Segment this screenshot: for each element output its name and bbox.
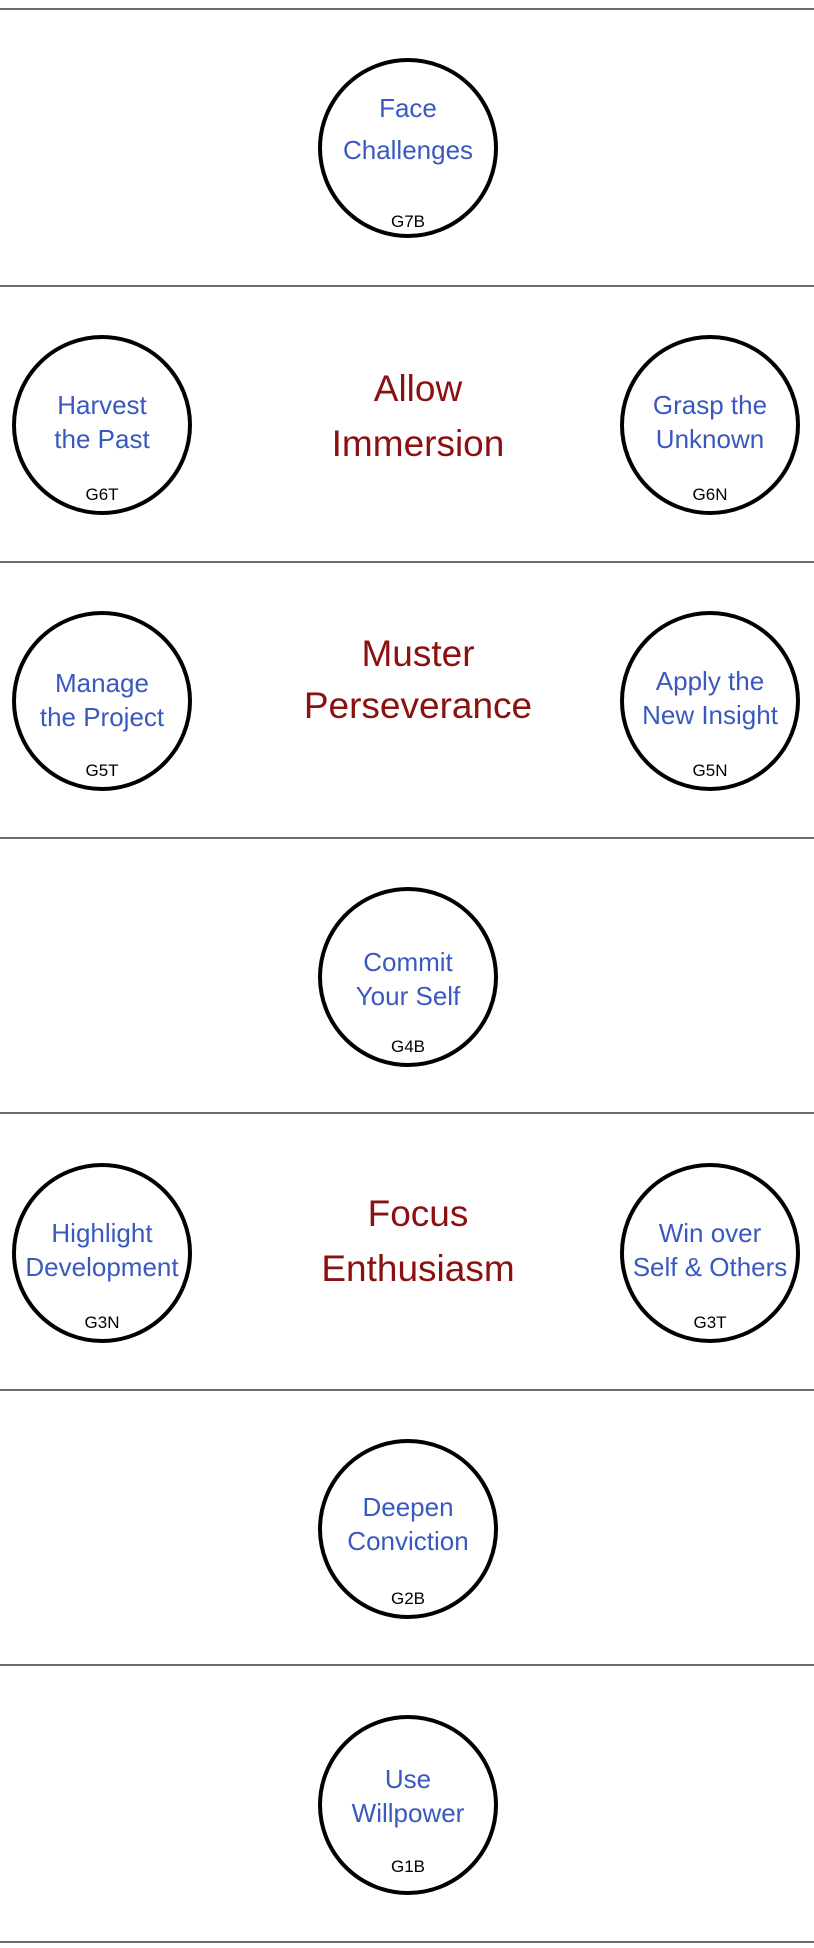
band-title-line: Immersion xyxy=(331,423,505,464)
band-separator xyxy=(0,1941,814,1943)
goal-label-line: Win over xyxy=(658,1218,762,1248)
goal-node-g4b: Commit Your Self G4B xyxy=(318,887,498,1067)
goal-code: G5T xyxy=(85,761,119,780)
goal-label-line: the Project xyxy=(39,702,165,732)
goal-label-line: Deepen xyxy=(362,1492,454,1522)
goal-code: G6T xyxy=(85,485,119,504)
goal-node-g2b: Deepen Conviction G2B xyxy=(318,1439,498,1619)
band-separator xyxy=(0,8,814,10)
band-title-line: Enthusiasm xyxy=(321,1248,515,1289)
band-separator xyxy=(0,837,814,839)
band-separator xyxy=(0,1389,814,1391)
goal-code: G7B xyxy=(390,212,426,231)
band-title-line: Perseverance xyxy=(303,685,533,726)
goal-code: G5N xyxy=(692,761,728,780)
goal-node-g6n: Grasp the Unknown G6N xyxy=(620,335,800,515)
goal-node-g1b: Use Willpower G1B xyxy=(318,1715,498,1895)
goal-node-g5t: Manage the Project G5T xyxy=(12,611,192,791)
goal-label-line: Manage xyxy=(55,668,149,698)
band-title-line: Allow xyxy=(373,368,463,409)
goal-label-line: Challenges xyxy=(342,135,474,165)
goal-node-g7b: Face Challenges G7B xyxy=(318,58,498,238)
goal-label-line: Commit xyxy=(363,947,453,977)
goal-code: G3N xyxy=(84,1313,120,1332)
goal-node-g5n: Apply the New Insight G5N xyxy=(620,611,800,791)
goal-label-line: Your Self xyxy=(355,981,461,1011)
goal-label-line: the Past xyxy=(54,424,150,454)
goal-node-g3n: Highlight Development G3N xyxy=(12,1163,192,1343)
goal-node-g3t: Win over Self & Others G3T xyxy=(620,1163,800,1343)
goal-label-line: Face xyxy=(379,93,437,123)
goal-label-line: Self & Others xyxy=(632,1252,788,1282)
band-separator xyxy=(0,285,814,287)
goal-code: G4B xyxy=(390,1037,426,1056)
goal-label-line: Willpower xyxy=(351,1798,465,1828)
goal-label-line: Highlight xyxy=(51,1218,153,1248)
goal-label-line: Apply the xyxy=(655,666,765,696)
goal-label-line: Conviction xyxy=(347,1526,469,1556)
goal-label-line: Use xyxy=(384,1764,432,1794)
goal-node-g6t: Harvest the Past G6T xyxy=(12,335,192,515)
band-separator xyxy=(0,1664,814,1666)
goal-code: G6N xyxy=(692,485,728,504)
goal-code: G2B xyxy=(390,1589,426,1608)
band-title-line: Focus xyxy=(367,1193,469,1234)
goal-label-line: Harvest xyxy=(57,390,147,420)
band-separator xyxy=(0,1112,814,1114)
goal-label-line: New Insight xyxy=(642,700,778,730)
band-separator xyxy=(0,561,814,563)
goal-code: G3T xyxy=(693,1313,727,1332)
goal-code: G1B xyxy=(390,1857,426,1876)
goal-label-line: Grasp the xyxy=(652,390,768,420)
goal-label-line: Development xyxy=(25,1252,179,1282)
band-title-line: Muster xyxy=(361,633,475,674)
goal-label-line: Unknown xyxy=(655,424,765,454)
